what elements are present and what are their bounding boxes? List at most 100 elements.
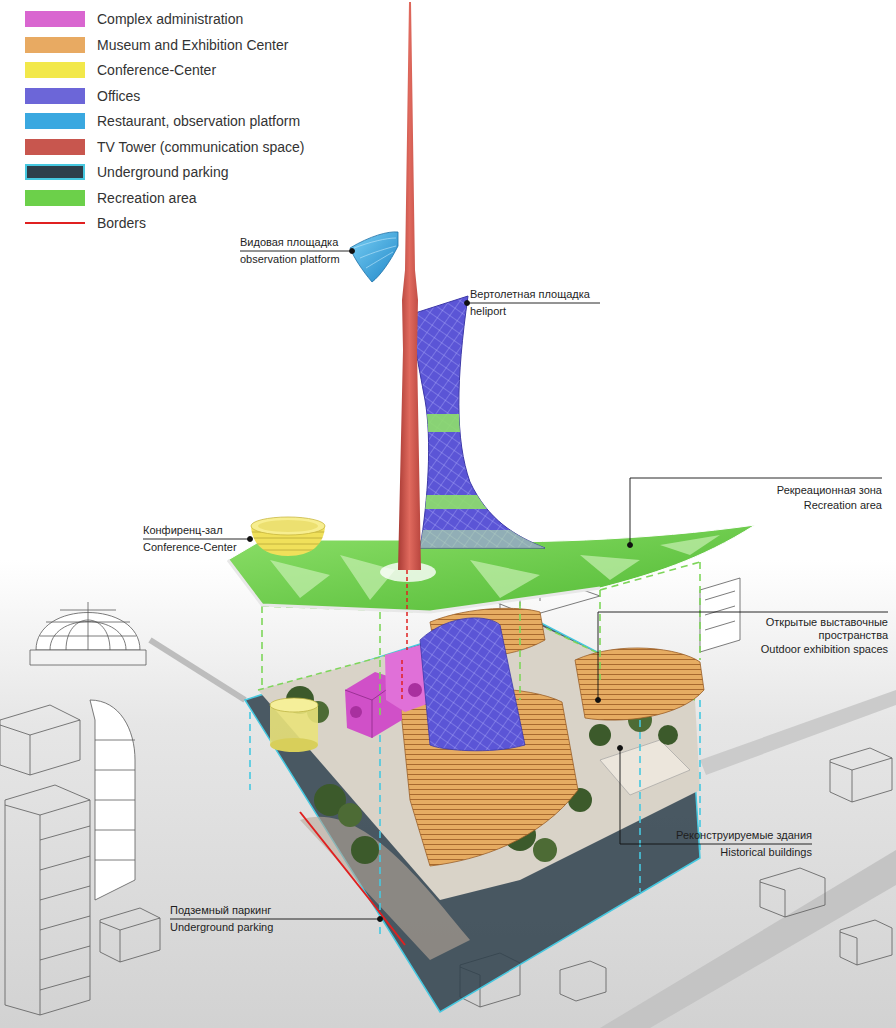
office-tower [400,296,560,550]
context-wireframe-part [100,908,160,962]
leader-lines-part [350,249,355,254]
site-surface-part [300,812,405,945]
ground [0,560,896,1028]
callout-label: Underground parking [170,921,273,934]
legend-swatch [25,37,85,53]
callout-label: heliport [470,305,506,318]
office-tower-part-part [400,414,560,432]
trees-part [533,838,557,862]
trees-part [589,724,611,746]
leader-lines-part [248,537,253,542]
museum-buildings-part [575,648,704,720]
callout-label: Реконструируемые здания [676,829,812,842]
trees-part [351,836,379,864]
legend-swatch [25,190,85,206]
ground-part [700,690,896,775]
context-wireframe-part [0,705,80,775]
museum-buildings [400,608,704,866]
office-tower-part-part [400,530,560,550]
legend-swatch [25,113,85,129]
legend-label: Museum and Exhibition Center [97,37,288,53]
legend-swatch [25,11,85,27]
callout-label: Подземный паркинг [170,904,271,917]
leader-lines-part [467,303,600,304]
leader-lines-part [596,698,601,703]
context-wireframe-part [760,868,825,917]
context-wireframe-part [40,826,90,990]
legend-line-sample [25,215,85,224]
callout-label: Historical buildings [720,846,812,859]
office-tower-part [400,414,560,550]
ground-part [150,640,245,700]
leader-lines-part [628,543,633,548]
tv-tower-part [406,570,408,650]
recreation-plane-part [228,525,755,612]
leader-lines-part [620,748,812,844]
legend-swatch [25,164,85,180]
legend-label: Borders [97,215,146,231]
legend-label: Offices [97,88,140,104]
conference-bowl-part [258,520,318,532]
conference-building-part [270,738,318,752]
context-wireframe-part [95,740,135,860]
leader-lines-part [378,917,383,922]
legend-label: Recreation area [97,190,197,206]
context-wireframe-part [40,602,136,650]
conference-bowl-part [251,517,325,535]
office-base [402,618,525,751]
connection-dashes [250,562,700,935]
context-wireframe-part [5,785,90,1015]
callout-label: Вертолетная площадка [470,288,590,301]
office-base-part [401,660,403,700]
leader-lines-part [143,539,250,540]
callout-label: Рекреационная зона [777,484,882,497]
observation-platform-part [350,232,398,282]
leader-lines [143,249,888,922]
office-base-part [420,618,525,751]
callout-label: Видовая площадка [240,236,338,249]
leader-lines-part [170,919,380,920]
conference-building-part [270,698,318,712]
leader-lines-part [630,478,882,545]
recreation-plane [228,525,755,612]
callout-label: Outdoor exhibition spaces [761,643,888,656]
legend-swatch [25,62,85,78]
trees-part [338,803,362,827]
legend-swatch [25,88,85,104]
callout-label: Recreation area [804,499,882,512]
site-surface-part [600,740,690,795]
context-wireframe-part [830,748,892,802]
tv-tower-part [398,2,421,570]
connection-dashes-part [250,700,700,935]
leader-lines-part [465,301,470,306]
ground-part [0,560,896,1028]
leader-lines-part [618,746,623,751]
legend-label: Underground parking [97,164,229,180]
callout-label: observation platform [240,253,340,266]
context-wireframe-part [700,578,740,652]
administration-building-part [350,706,362,718]
legend-swatch [25,139,85,155]
trees-part [658,725,678,745]
callout-label: Открытые выставочные пространства [758,616,888,642]
legend-label: Complex administration [97,11,243,27]
legend-label: Conference-Center [97,62,216,78]
context-wireframe-part [30,650,146,665]
context-wireframe-part [560,961,606,1001]
context-wireframe [0,578,892,1015]
conference-bowl [245,517,330,556]
tv-tower [398,2,421,650]
observation-platform [350,232,398,282]
callout-label: Conference-Center [143,541,237,554]
observation-platform-part [354,238,396,268]
office-tower-part-part [400,495,560,509]
callout-label: Конфиренц-зал [143,524,223,537]
context-wireframe-part [840,920,892,965]
context-wireframe-part [90,700,135,900]
leader-lines-part [598,612,888,700]
legend-label: TV Tower (communication space) [97,139,304,155]
legend-label: Restaurant, observation platform [97,113,300,129]
leader-lines-part [240,251,352,252]
conference-building [270,698,318,752]
